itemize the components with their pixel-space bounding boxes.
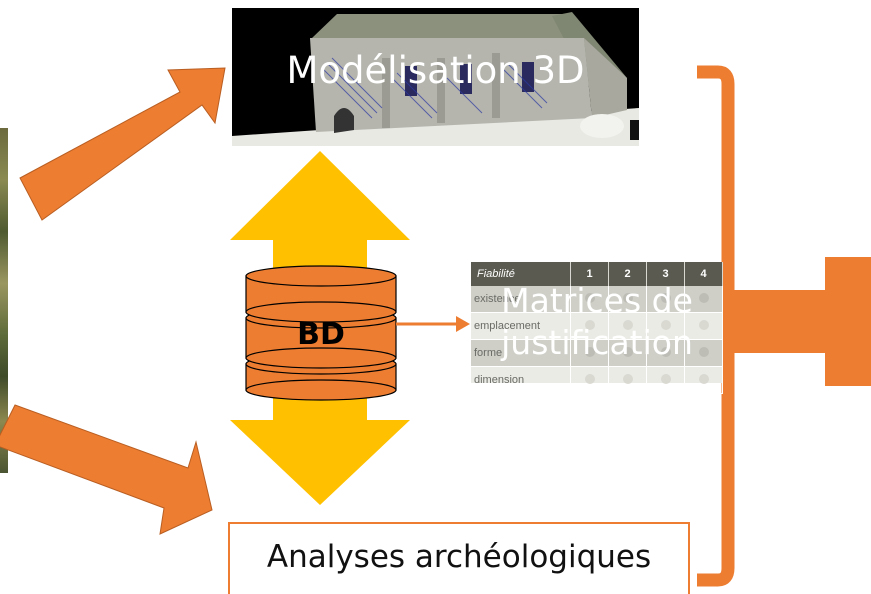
- matrix-dot-icon: [584, 319, 595, 330]
- arrow-to-model-icon: [19, 67, 226, 221]
- database-icon: [245, 265, 397, 401]
- arrow-to-analyses-icon: [0, 404, 213, 535]
- matrix-dot-icon: [584, 346, 595, 357]
- matrix-row-label: emplacement: [471, 312, 571, 340]
- matrix-header-col: 2: [608, 262, 647, 286]
- matrix-dot-icon: [660, 373, 671, 384]
- matrix-header-col: 1: [570, 262, 609, 286]
- justification-matrix-table: Fiabilité 1 2 3 4 existence emplacement: [471, 262, 723, 394]
- matrix-dot-icon: [622, 292, 633, 303]
- bd-to-matrix-arrow-icon: [396, 316, 470, 332]
- matrix-dot-icon: [584, 373, 595, 384]
- matrix-row-label: dimension: [471, 366, 571, 394]
- model-3d-title: Modélisation 3D: [286, 49, 585, 92]
- matrix-header-reliability: Fiabilité: [471, 262, 571, 286]
- matrices-title: Matrices de justification: [471, 280, 723, 364]
- matrix-row: existence: [471, 286, 723, 313]
- matrix-dot-icon: [698, 346, 709, 357]
- matrix-dot-icon: [622, 346, 633, 357]
- model-3d-image: [232, 8, 639, 146]
- matrix-row-label: existence: [471, 286, 571, 313]
- matrices-title-line2: justification: [501, 323, 693, 362]
- church-model-render: [232, 8, 639, 146]
- matrices-title-line1: Matrices de: [501, 281, 693, 320]
- database-label: BD: [297, 317, 345, 352]
- site-photo-fragment: [0, 128, 8, 473]
- matrix-dot-icon: [622, 319, 633, 330]
- matrix-row-label: forme: [471, 339, 571, 367]
- matrix-dot-icon: [660, 319, 671, 330]
- matrix-dot-icon: [622, 373, 633, 384]
- matrix-dot-icon: [698, 319, 709, 330]
- matrix-header-col: 4: [684, 262, 723, 286]
- matrix-row: forme: [471, 339, 723, 367]
- matrix-row: dimension: [471, 366, 723, 394]
- matrix-dot-icon: [584, 292, 595, 303]
- analyses-box: [228, 522, 690, 594]
- matrix-dot-icon: [698, 292, 709, 303]
- matrix-dot-icon: [660, 346, 671, 357]
- matrix-header-col: 3: [646, 262, 685, 286]
- matrix-header-row: Fiabilité 1 2 3 4: [471, 262, 723, 286]
- matrix-dot-icon: [698, 373, 709, 384]
- matrix-dot-icon: [660, 292, 671, 303]
- output-arrow-icon: [728, 257, 871, 386]
- matrix-row: emplacement: [471, 312, 723, 340]
- analyses-label: Analyses archéologiques: [266, 539, 652, 575]
